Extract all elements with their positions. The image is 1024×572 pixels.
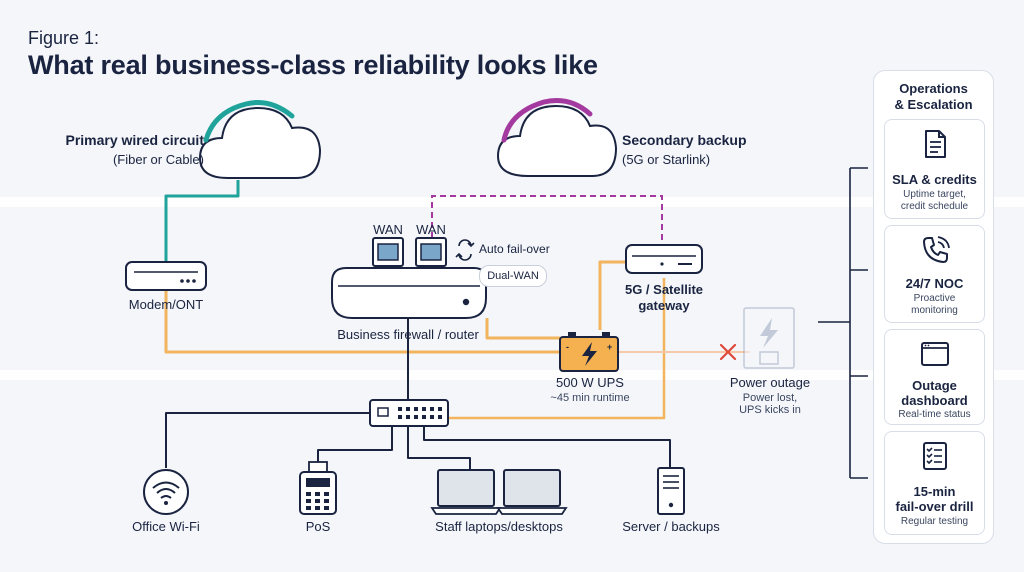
primary-cloud-icon — [198, 100, 322, 179]
figure-label: Figure 1: — [28, 28, 100, 48]
card-dashboard-title1: Outage — [912, 378, 957, 393]
card-noc-sub2: monitoring — [911, 305, 958, 316]
power-line-backup — [448, 278, 666, 420]
modem-icon — [125, 261, 207, 291]
gateway-label-line1: 5G / Satellite — [624, 282, 704, 297]
power-line-router — [485, 318, 560, 340]
card-sla: SLA & credits Uptime target, credit sche… — [884, 119, 985, 219]
server-icon — [657, 467, 685, 515]
secondary-backup-subtitle: (5G or Starlink) — [622, 152, 711, 167]
secondary-link-line — [431, 195, 663, 245]
switch-icon — [369, 399, 449, 427]
primary-circuit-title: Primary wired circuit — [65, 132, 204, 148]
data-line-wifi — [165, 412, 370, 468]
data-line-laptops — [407, 426, 471, 470]
operations-panel: Operations & Escalation SLA & credits Up… — [873, 70, 994, 544]
wan-port-icon — [415, 237, 447, 267]
svg-text:+: + — [607, 342, 612, 352]
laptop-icon — [496, 469, 568, 515]
document-icon — [925, 130, 946, 158]
background-band — [0, 370, 1024, 380]
card-sla-sub1: Uptime target, — [903, 189, 966, 200]
power-line-gateway — [598, 260, 626, 330]
operations-title-line2: & Escalation — [894, 97, 973, 112]
failover-label: Auto fail-over — [479, 242, 550, 256]
operations-title-line1: Operations — [899, 81, 968, 96]
wifi-icon — [143, 469, 189, 515]
router-icon — [331, 267, 487, 319]
failover-icon — [455, 239, 475, 261]
wan-port-icon — [372, 237, 404, 267]
outage-line2: UPS kicks in — [739, 404, 801, 416]
battery-icon: - + — [559, 332, 619, 372]
card-sla-sub2: credit schedule — [900, 201, 969, 212]
wifi-label: Office Wi-Fi — [132, 519, 200, 534]
wan-right-label: WAN — [416, 222, 446, 237]
svg-text:-: - — [566, 342, 569, 352]
phone-icon — [923, 236, 950, 263]
gateway-label: 5G / Satellite gateway — [625, 282, 703, 314]
card-dashboard-title2: dashboard — [901, 393, 968, 408]
card-drill-title1: 15-min — [913, 484, 956, 499]
data-line-server — [423, 426, 671, 468]
ups-runtime: ~45 min runtime — [550, 392, 630, 404]
gateway-label-line2: gateway — [638, 298, 690, 313]
card-dashboard: Outage dashboard Real-time status — [884, 329, 985, 425]
operations-bracket — [818, 167, 868, 479]
primary-circuit-label: Primary wired circuit (Fiber or Cable) — [36, 132, 204, 167]
card-noc-sub1: Proactive — [913, 293, 956, 304]
ups-label: 500 W UPS ~45 min runtime — [550, 375, 629, 404]
power-box-icon — [743, 307, 795, 369]
checklist-icon — [923, 442, 947, 470]
operations-title: Operations & Escalation — [874, 81, 993, 113]
dashboard-icon — [921, 342, 949, 366]
primary-link-line — [164, 180, 240, 262]
card-drill-title2: fail-over drill — [895, 499, 974, 514]
secondary-cloud-icon — [496, 98, 618, 177]
wan-left-label: WAN — [373, 222, 403, 237]
card-noc-title: 24/7 NOC — [905, 276, 964, 291]
laptop-icon — [430, 469, 502, 515]
modem-label: Modem/ONT — [128, 297, 204, 312]
outage-line1: Power lost, — [742, 392, 798, 404]
pos-terminal-icon — [299, 461, 337, 515]
laptops-label: Staff laptops/desktops — [435, 519, 563, 534]
outage-label: Power outage Power lost, UPS kicks in — [730, 375, 810, 416]
card-dashboard-sub1: Real-time status — [898, 409, 971, 420]
page-title: What real business-class reliability loo… — [28, 50, 598, 80]
gateway-icon — [625, 244, 703, 274]
outage-title: Power outage — [729, 375, 811, 390]
power-line-modem — [164, 291, 560, 354]
card-sla-title: SLA & credits — [892, 172, 977, 187]
pos-label: PoS — [305, 519, 331, 534]
card-drill: 15-min fail-over drill Regular testing — [884, 431, 985, 535]
server-label: Server / backups — [622, 519, 720, 534]
primary-circuit-subtitle: (Fiber or Cable) — [112, 152, 204, 167]
router-label: Business firewall / router — [337, 327, 479, 342]
dual-wan-badge: Dual-WAN — [479, 265, 547, 287]
card-drill-sub1: Regular testing — [900, 516, 969, 527]
data-line-pos — [317, 426, 393, 468]
secondary-backup-title: Secondary backup — [622, 132, 747, 148]
ups-title: 500 W UPS — [556, 375, 624, 390]
background-band — [0, 197, 1024, 207]
outage-x-icon — [719, 343, 737, 361]
secondary-backup-label: Secondary backup (5G or Starlink) — [622, 132, 747, 167]
card-noc: 24/7 NOC Proactive monitoring — [884, 225, 985, 323]
